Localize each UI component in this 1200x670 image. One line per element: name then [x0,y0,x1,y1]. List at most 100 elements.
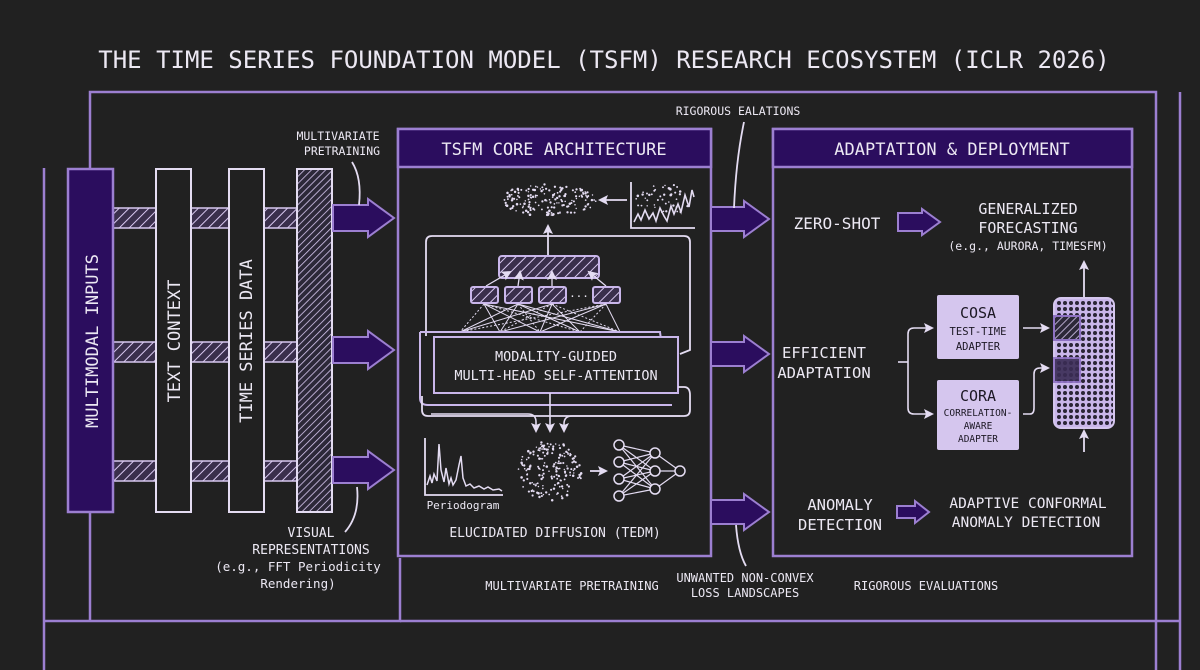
noise-dot [573,467,576,470]
heads-ellipsis: ... [569,287,589,300]
annotation-multivariate-top-1: MULTIVARIATE [296,129,379,143]
generalized-label-2: FORECASTING [978,219,1077,237]
noise-dot [551,196,554,198]
noise-dot [659,195,662,198]
noise-dot [528,465,532,468]
mesh-line [483,303,581,333]
noise-dot [540,494,543,498]
noise-dot [560,485,564,488]
noise-dot [567,448,570,451]
noise-dot [542,188,545,191]
noise-dot [565,185,568,189]
noise-dot [558,485,561,488]
noise-dot [552,448,555,451]
noise-dot [556,191,559,194]
noise-dot [543,462,546,464]
noise-dot [541,200,544,203]
noise-dot [678,193,682,196]
multimodal-inputs-column [66,167,115,514]
noise-dot [553,203,556,205]
noise-dot [653,204,656,206]
nn-edge [618,452,656,463]
noise-dot [583,208,586,211]
noise-dot [554,198,557,201]
noise-dot [516,198,518,201]
noise-dot [519,203,522,205]
noise-dot [510,199,514,202]
noise-dot [543,447,546,451]
attention-label-2: MULTI-HEAD SELF-ATTENTION [454,368,657,384]
noise-dot [674,191,677,194]
noise-dot [559,462,562,465]
neural-network-icon [613,439,686,502]
periodogram-label: Periodogram [427,499,500,512]
noise-dot [511,197,514,200]
noise-dot [646,199,649,202]
noise-dot [556,202,558,204]
noise-dot [563,452,565,455]
noise-dot [548,470,550,472]
mesh-line [459,303,519,333]
noise-dot [540,441,543,444]
noise-dot [672,204,675,207]
noise-dot [650,193,653,196]
noise-dot [531,481,533,484]
core-header-label: TSFM CORE ARCHITECTURE [441,140,666,160]
noise-dot [541,474,544,477]
noise-dot [527,456,530,459]
noise-dot [566,490,569,493]
noise-dot [538,457,541,460]
noise-dot [574,455,577,458]
noise-dot [550,211,553,214]
noise-dot [538,495,541,499]
generalized-examples: (e.g., AURORA, TIMESFM) [948,239,1107,253]
noise-dot [551,452,554,455]
noise-dot [526,211,530,214]
noise-dot [512,197,516,200]
noise-dot [553,192,556,195]
noise-dot [644,197,647,199]
noise-dot [561,200,564,203]
noise-dot [522,211,525,214]
cora-adapter-box [937,380,1019,450]
mesh-line [459,303,607,333]
noise-dot [557,462,560,465]
small-block-arrow-icon [897,207,942,237]
noise-dot [525,189,528,192]
noise-dot [506,195,509,198]
noise-dot [542,451,545,454]
diffusion-label: ELUCIDATED DIFFUSION (TEDM) [449,526,660,541]
noise-dot [572,460,576,463]
noise-dot [528,467,531,471]
noise-dot [675,198,678,201]
visual-representations-column [296,168,333,513]
noise-dot [524,200,527,202]
noise-dot [574,195,578,198]
noise-dot [572,457,575,460]
noise-dot [548,445,550,448]
noise-dot [527,194,530,198]
noise-dot [561,454,564,457]
noise-dot [517,191,520,194]
noise-dot [535,483,537,485]
noise-dot [531,195,535,198]
noise-dot [553,475,556,478]
noise-dot [566,483,569,486]
noise-dot [558,467,561,470]
noise-dot [540,492,543,495]
noise-dot [511,206,514,209]
noise-dot [545,465,549,468]
noise-dot [663,193,666,196]
noise-dot [506,198,509,201]
attention-head [538,286,567,304]
time-series-thumbnail [630,182,695,229]
noise-dot [557,212,560,215]
noise-dot [546,200,548,202]
nn-node [649,465,661,477]
noise-dot [665,210,668,213]
mesh-line [499,303,519,333]
annotation-visual-1: VISUAL [288,526,335,541]
diffusion-input-arrows [431,393,680,433]
noise-dot [575,465,579,468]
noise-dot [536,454,539,457]
